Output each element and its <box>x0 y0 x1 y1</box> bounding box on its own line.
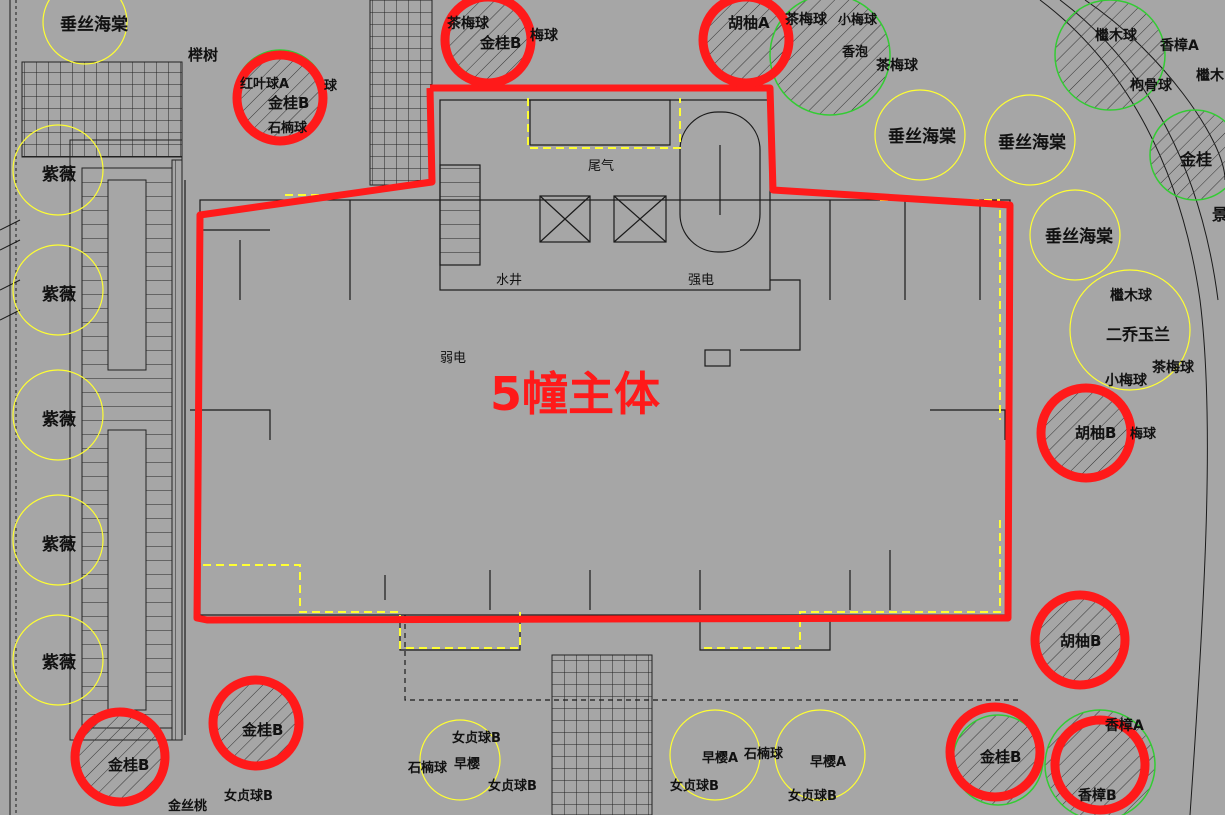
plant-label: 早樱A <box>702 750 738 766</box>
plant-label: 茶梅球 <box>1151 359 1195 376</box>
plant-label: 檵木 <box>1196 67 1225 84</box>
plant-label: 胡柚B <box>1075 424 1116 442</box>
left-parking <box>21 61 183 741</box>
plant-label: 早樱 <box>454 756 480 772</box>
shrub-outlines <box>12 0 1191 801</box>
plant-label: 紫薇 <box>42 164 76 185</box>
room-weak-current: 弱电 <box>440 351 466 366</box>
plant-label: 榉树 <box>188 46 218 64</box>
plant-label: 早樱A <box>810 754 846 770</box>
plant-label: 檵木球 <box>1095 27 1138 44</box>
plant-label: 女贞球B <box>224 788 273 804</box>
plant-label: 垂丝海棠 <box>1045 226 1114 247</box>
plant-label: 紫薇 <box>42 409 76 430</box>
plant-label: 小梅球 <box>1105 372 1148 389</box>
plant-label: 香樟A <box>1104 717 1144 734</box>
hatched-trees <box>74 0 1225 815</box>
plant-label: 女贞球B <box>670 778 719 794</box>
plant-label: 茶梅球 <box>875 57 919 74</box>
plant-label: 二乔玉兰 <box>1106 325 1170 344</box>
room-strong-current: 强电 <box>688 273 714 288</box>
plant-label: 茶梅球 <box>446 15 490 32</box>
plant-label: 檵木球 <box>1110 287 1153 304</box>
plant-label: 枸骨球 <box>1130 77 1173 94</box>
plant-label: 石楠球 <box>743 746 784 762</box>
plant-label: 石楠球 <box>267 120 308 136</box>
plant-label: 香樟B <box>1077 787 1117 804</box>
plant-label: 金桂B <box>241 721 283 739</box>
plant-label: 金桂B <box>979 748 1021 766</box>
plant-label: 梅球 <box>1130 426 1157 442</box>
plant-label: 球 <box>324 78 338 94</box>
plant-label: 金桂B <box>479 34 521 52</box>
room-tail-gas: 尾气 <box>588 158 614 174</box>
highlight-circles <box>70 0 1150 815</box>
building-title: 5幢主体 <box>490 367 660 421</box>
room-water-well: 水井 <box>496 273 522 288</box>
plant-label: 紫薇 <box>42 534 76 555</box>
plant-label: 小梅球 <box>838 12 878 28</box>
plant-label: 金桂B <box>267 94 309 112</box>
plant-label: 紫薇 <box>42 284 76 305</box>
plant-label: 景 <box>1212 205 1225 224</box>
plant-label: 垂丝海棠 <box>888 126 957 147</box>
plant-label: 女贞球B <box>788 788 837 804</box>
building-5-outline <box>193 84 1014 624</box>
plant-label: 香樟A <box>1159 37 1199 54</box>
plant-label: 女贞球B <box>452 730 501 746</box>
plant-label: 香泡 <box>841 44 868 60</box>
plant-label: 紫薇 <box>42 652 76 673</box>
plant-label: 女贞球B <box>488 778 537 794</box>
plant-label: 石楠球 <box>407 760 448 776</box>
plant-labels: 垂丝海棠 榉树 红叶球A 金桂B 石楠球 球 紫薇 紫薇 紫薇 紫薇 紫薇 茶梅… <box>42 11 1225 814</box>
plant-label: 胡柚B <box>1060 632 1101 650</box>
plant-label: 垂丝海棠 <box>998 132 1067 153</box>
plant-label: 红叶球A <box>240 76 289 92</box>
plant-label: 金丝桃 <box>167 798 207 814</box>
plant-label: 金桂 <box>1179 150 1212 169</box>
top-walkway <box>369 0 433 186</box>
plant-label: 金桂B <box>107 756 149 774</box>
plant-label: 垂丝海棠 <box>60 14 129 35</box>
bottom-walkway <box>551 654 653 815</box>
plant-label: 胡柚A <box>728 14 770 32</box>
plant-label: 茶梅球 <box>784 11 828 28</box>
plant-label: 梅球 <box>530 27 559 44</box>
